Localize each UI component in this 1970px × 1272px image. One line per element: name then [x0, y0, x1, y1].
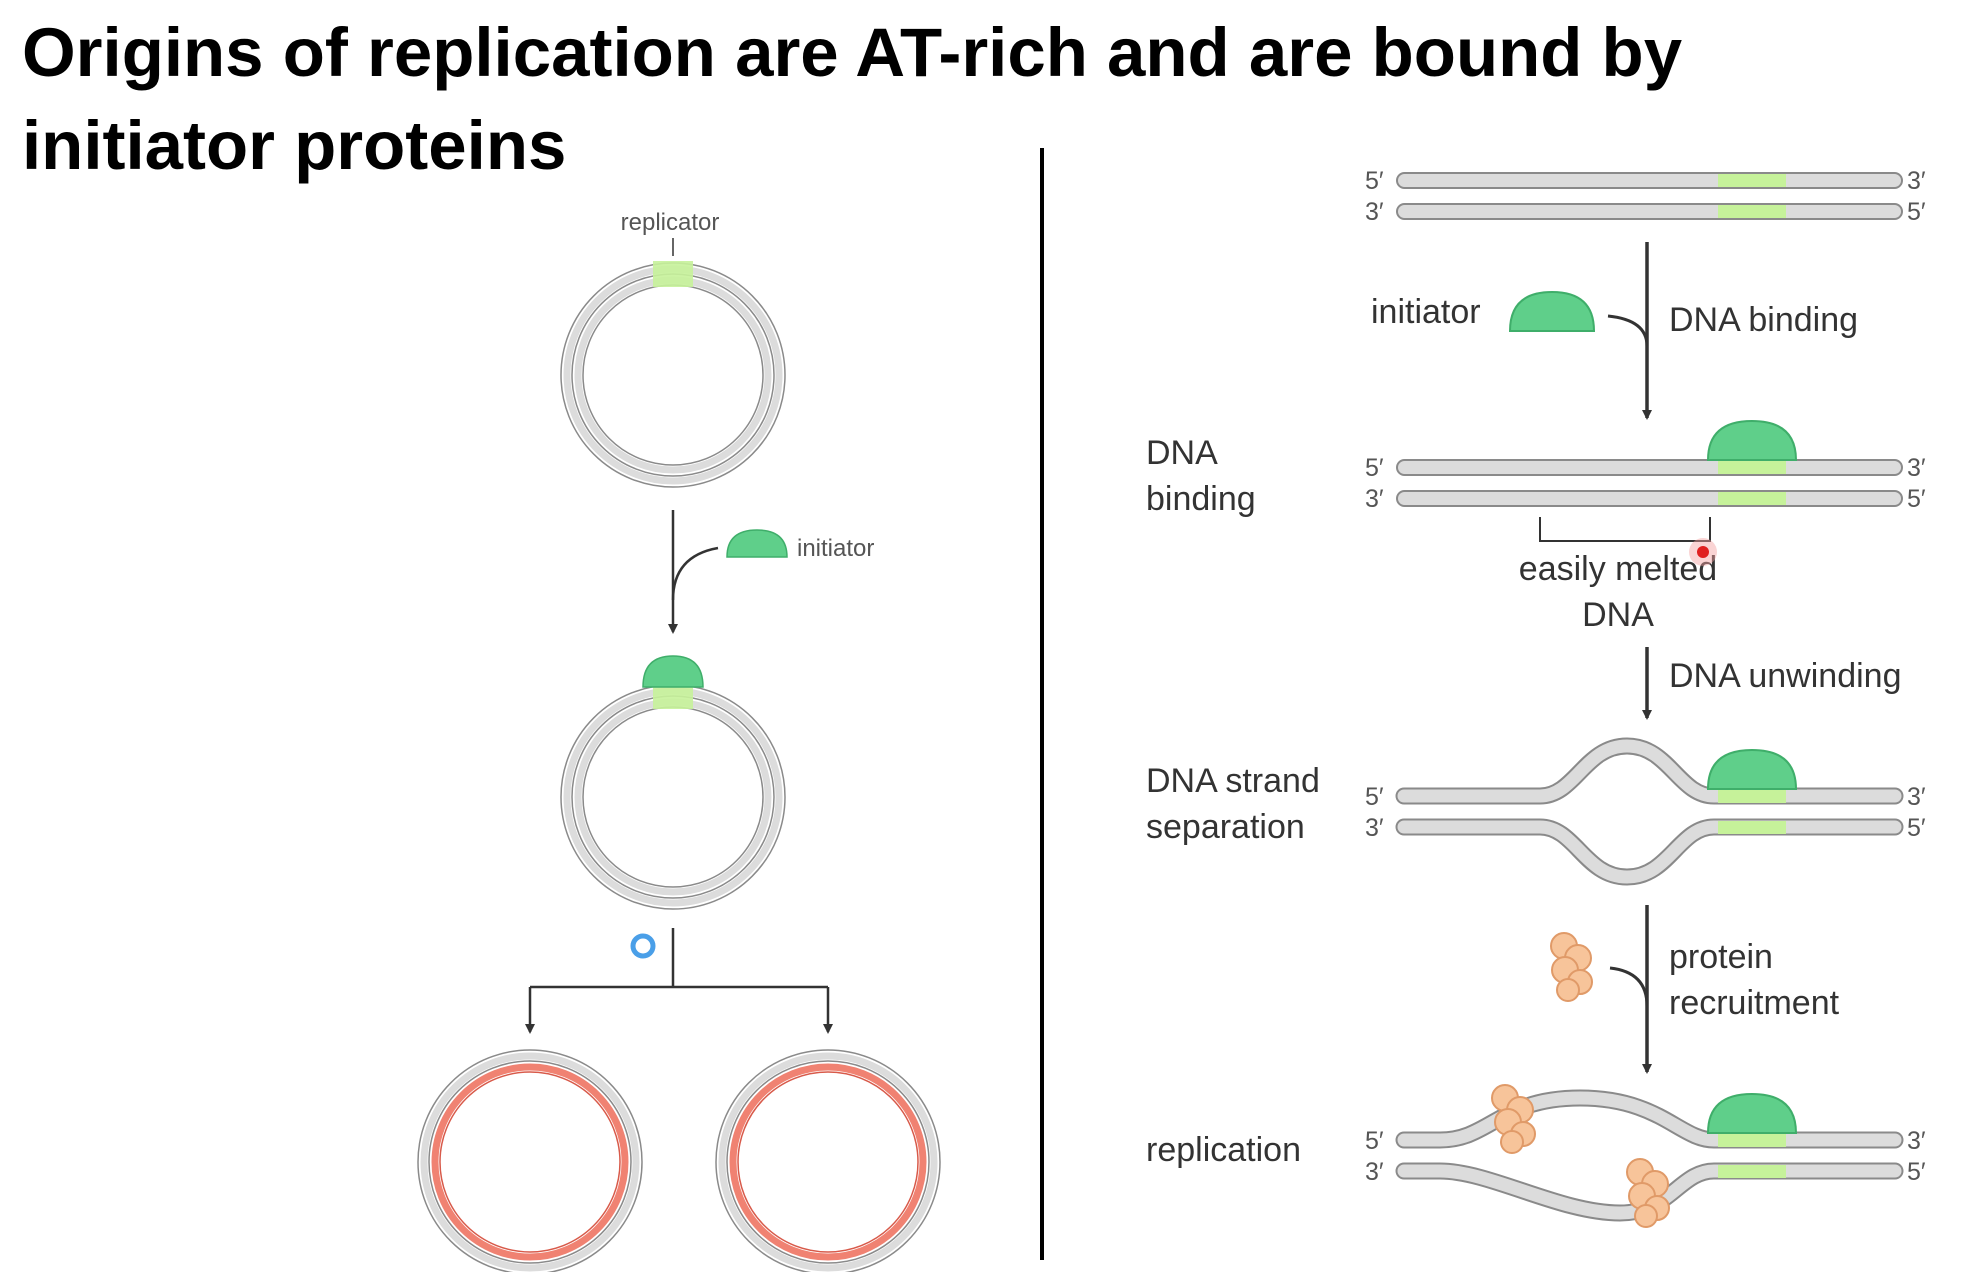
svg-text:5′: 5′ — [1365, 454, 1384, 482]
initiator-protein-icon — [642, 655, 704, 688]
svg-text:3′: 3′ — [1365, 485, 1384, 513]
melted-dna-line2: DNA — [1582, 596, 1654, 634]
three-prime-label: 3′ — [1365, 198, 1384, 226]
five-prime-label: 5′ — [1365, 167, 1384, 195]
melted-dna-line1: easily melted — [1519, 550, 1717, 588]
svg-text:5′: 5′ — [1907, 814, 1926, 842]
initiator-label-right: initiator — [1371, 293, 1481, 331]
svg-text:5′: 5′ — [1365, 783, 1384, 811]
svg-text:3′: 3′ — [1907, 783, 1926, 811]
daughter-circle-right — [715, 1049, 941, 1272]
dna-binding-stage-line2: binding — [1146, 480, 1256, 518]
separation-stage-line1: DNA strand — [1146, 762, 1320, 800]
initiator-label-left: initiator — [797, 535, 874, 562]
svg-text:3′: 3′ — [1365, 1158, 1384, 1186]
recruited-protein-icon — [1550, 932, 1593, 1002]
initiator-protein-icon — [726, 529, 788, 558]
dna-binding-arrow-label: DNA binding — [1669, 301, 1858, 339]
dna-duplex-unbound: 5′ 3′ 3′ 5′ — [1365, 167, 1926, 226]
melted-region-bracket — [1539, 517, 1711, 542]
dna-duplex-replicating: 5′ 3′ 3′ 5′ — [1365, 1084, 1926, 1228]
page-title: Origins of replication are AT-rich and a… — [22, 14, 1683, 184]
svg-text:5′: 5′ — [1907, 1158, 1926, 1186]
five-prime-label: 5′ — [1907, 198, 1926, 226]
recruitment-line1: protein — [1669, 938, 1773, 976]
recruited-protein-icon — [1626, 1158, 1670, 1228]
cursor-ring-icon — [630, 933, 656, 959]
svg-text:5′: 5′ — [1907, 485, 1926, 513]
initiator-protein-icon — [1706, 748, 1798, 790]
plasmid-circle-bound — [560, 655, 786, 910]
plasmid-circle-unbound — [560, 261, 786, 488]
right-panel: 5′ 3′ 3′ 5′ initiator DNA binding DNA bi… — [1146, 167, 1926, 1228]
initiator-protein-icon — [1706, 1092, 1798, 1134]
dna-duplex-bound: 5′ 3′ 3′ 5′ — [1365, 419, 1926, 513]
replication-stage-label: replication — [1146, 1131, 1301, 1169]
dna-binding-stage-line1: DNA — [1146, 434, 1218, 472]
recruitment-line2: recruitment — [1669, 984, 1840, 1022]
left-panel: replicator initiator — [417, 209, 941, 1272]
click-marker-icon — [1689, 538, 1717, 566]
svg-text:3′: 3′ — [1907, 454, 1926, 482]
daughter-circle-left — [417, 1049, 643, 1272]
svg-text:5′: 5′ — [1365, 1127, 1384, 1155]
initiator-protein-icon — [1706, 419, 1798, 461]
replicator-site — [653, 261, 693, 287]
svg-text:3′: 3′ — [1365, 814, 1384, 842]
recruited-protein-icon — [1491, 1084, 1536, 1154]
three-prime-label: 3′ — [1907, 167, 1926, 195]
svg-text:3′: 3′ — [1907, 1127, 1926, 1155]
dna-unwinding-arrow-label: DNA unwinding — [1669, 657, 1901, 695]
initiator-protein-icon — [1508, 290, 1596, 332]
replicator-label: replicator — [621, 209, 720, 236]
dna-duplex-separated: 5′ 3′ 3′ 5′ — [1365, 737, 1926, 886]
separation-stage-line2: separation — [1146, 808, 1305, 846]
